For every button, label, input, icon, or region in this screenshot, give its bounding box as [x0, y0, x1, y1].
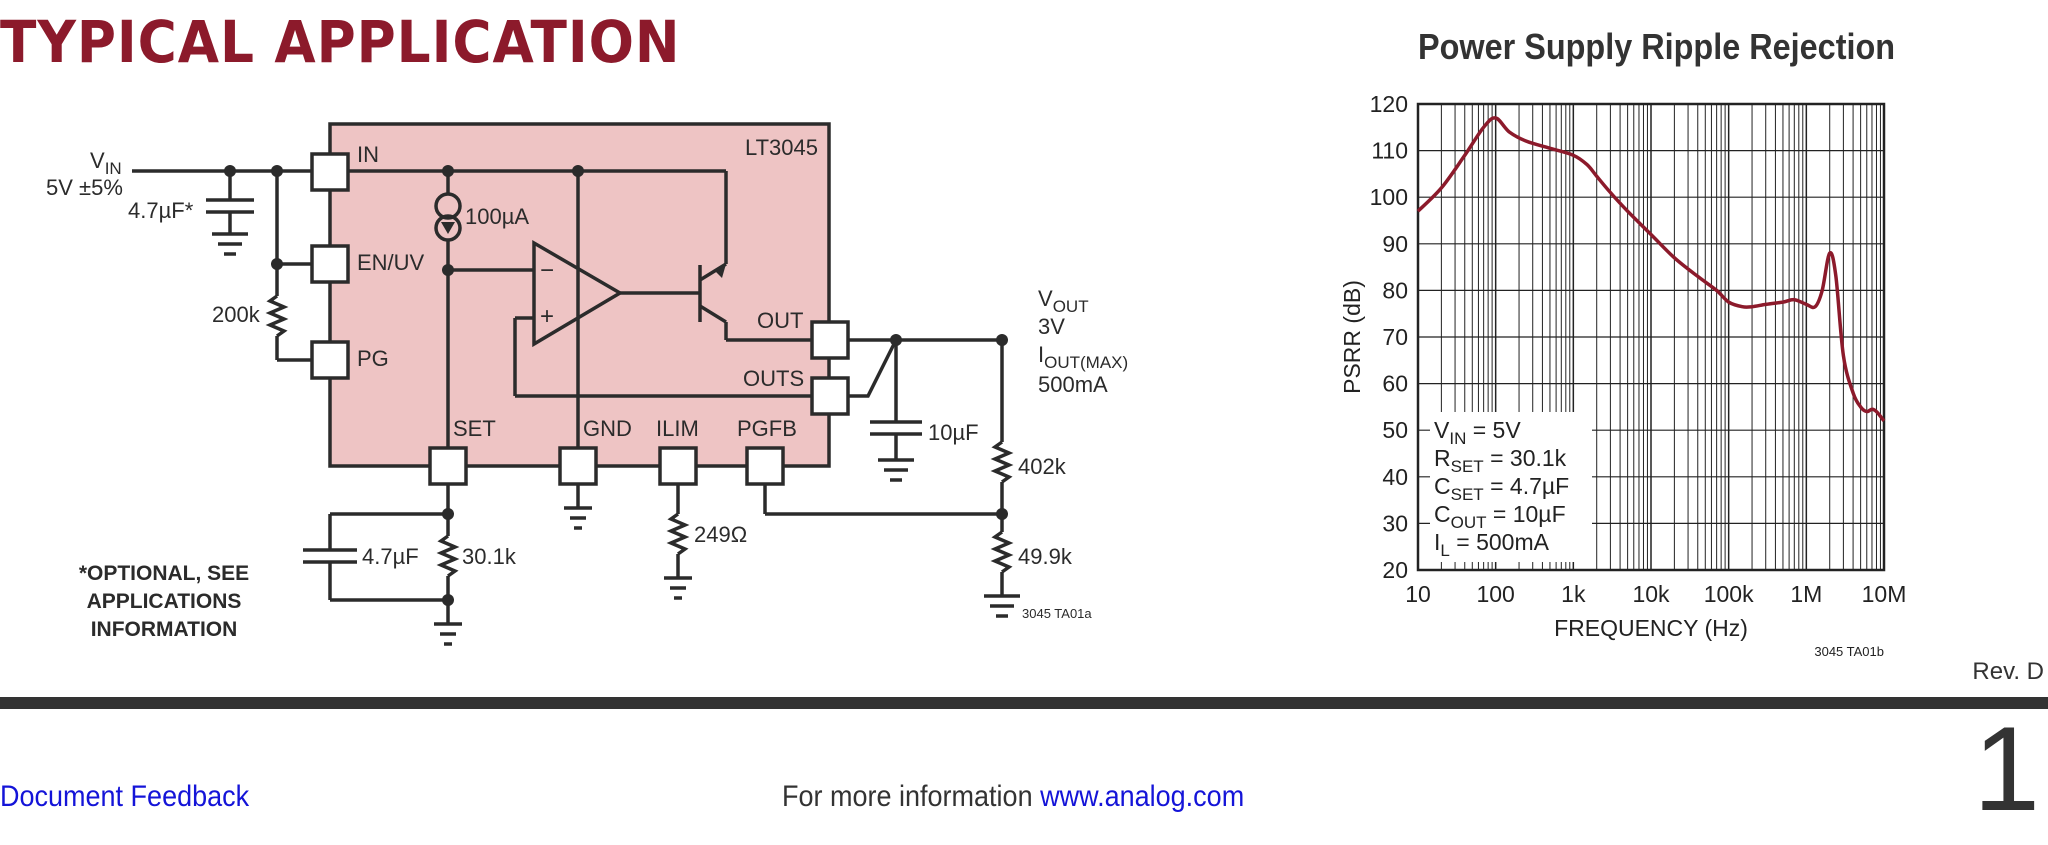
chart-title: Power Supply Ripple Rejection	[1418, 26, 1896, 67]
y-tick-label: 50	[1382, 417, 1408, 443]
document-feedback-link[interactable]: Document Feedback	[0, 780, 250, 813]
annotation-line: CSET = 4.7µF	[1434, 473, 1569, 504]
x-tick-label: 10k	[1632, 581, 1670, 607]
more-info: For more information www.analog.com	[782, 780, 1244, 814]
r-top-label: 402k	[1018, 454, 1067, 479]
y-tick-label: 110	[1371, 138, 1408, 164]
x-tick-label: 10	[1405, 581, 1431, 607]
section-heading: TYPICAL APPLICATION	[0, 8, 681, 76]
pin-enuv-label: EN/UV	[357, 250, 425, 275]
x-axis-label: FREQUENCY (Hz)	[1554, 615, 1748, 641]
note-line-2: APPLICATIONS	[87, 590, 242, 613]
cout-label: 10µF	[928, 420, 979, 445]
pin-ilim	[658, 446, 698, 486]
pin-gnd-label: GND	[583, 416, 632, 441]
pin-in	[310, 152, 350, 192]
y-tick-label: 70	[1382, 324, 1408, 350]
footer-rule	[0, 697, 2048, 709]
pin-out	[810, 320, 850, 360]
y-tick-labels: 20 30 40 50 60 70 80 90 100 110 120	[1370, 91, 1408, 583]
page-number: 1	[1973, 702, 2040, 836]
y-tick-label: 120	[1370, 91, 1408, 117]
ic-name: LT3045	[745, 135, 818, 160]
y-tick-label: 30	[1382, 510, 1408, 536]
pin-outs	[810, 376, 850, 416]
current-source-label: 100µA	[465, 204, 529, 229]
iout-label: IOUT(MAX)	[1038, 342, 1128, 372]
pin-in-label: IN	[357, 142, 379, 167]
r-ilim-label: 249Ω	[694, 522, 747, 547]
plot-frame	[1416, 102, 1886, 572]
y-tick-label: 90	[1382, 231, 1408, 257]
note-line-3: INFORMATION	[91, 618, 238, 641]
pin-out-label: OUT	[757, 308, 803, 333]
y-tick-label: 40	[1382, 464, 1408, 490]
chart-figure-id: 3045 TA01b	[1814, 644, 1884, 659]
vin-label: VIN	[90, 148, 122, 178]
annotation-line: RSET = 30.1k	[1434, 445, 1567, 476]
pin-pgfb-label: PGFB	[737, 416, 797, 441]
r-pg-label: 200k	[212, 302, 261, 327]
annotation-line: COUT = 10µF	[1434, 501, 1566, 532]
c-set-label: 4.7µF	[362, 544, 419, 569]
vout-label: VOUT	[1038, 286, 1089, 316]
x-tick-label: 10M	[1862, 581, 1907, 607]
psrr-curve	[1416, 116, 1886, 423]
r-bot-label: 49.9k	[1018, 544, 1073, 569]
revision-label: Rev. D	[1972, 658, 2044, 685]
x-tick-label: 100k	[1704, 581, 1754, 607]
pin-pg-label: PG	[357, 346, 389, 371]
iout-value: 500mA	[1038, 372, 1108, 397]
circuit-figure-id: 3045 TA01a	[1022, 606, 1092, 621]
pin-pgfb	[745, 446, 785, 486]
annotation-line: IL = 500mA	[1434, 529, 1550, 560]
opamp-plus: +	[540, 303, 554, 330]
x-tick-label: 1k	[1561, 581, 1586, 607]
pin-gnd	[558, 446, 598, 486]
note-line-1: *OPTIONAL, SEE	[79, 562, 249, 585]
y-axis-label: PSRR (dB)	[1339, 280, 1365, 394]
annotation-box	[1430, 412, 1592, 562]
pin-set	[428, 446, 468, 486]
opamp-minus: −	[540, 257, 554, 284]
x-tick-label: 1M	[1790, 581, 1822, 607]
y-tick-label: 60	[1382, 371, 1408, 397]
current-source	[434, 192, 462, 220]
annotation-line: VIN = 5V	[1434, 417, 1521, 448]
r-set-label: 30.1k	[462, 544, 517, 569]
pin-ilim-label: ILIM	[656, 416, 699, 441]
vin-value: 5V ±5%	[46, 175, 123, 200]
op-amp	[532, 239, 624, 348]
pin-outs-label: OUTS	[743, 366, 804, 391]
pin-pg	[310, 340, 350, 380]
x-tick-label: 100	[1476, 581, 1514, 607]
chart-grid	[1417, 103, 1884, 571]
circuit-schematic: VIN 5V ±5% 4.7µF* 200k LT3045 100µA IN E…	[46, 122, 1128, 646]
analog-website-link[interactable]: www.analog.com	[1040, 780, 1245, 813]
y-tick-label: 20	[1382, 557, 1408, 583]
y-tick-label: 80	[1382, 277, 1408, 303]
cin-label: 4.7µF*	[128, 198, 194, 223]
y-tick-label: 100	[1370, 184, 1408, 210]
pin-set-label: SET	[453, 416, 496, 441]
vout-value: 3V	[1038, 314, 1065, 339]
psrr-chart: 20 30 40 50 60 70 80 90 100 110 120 10 100 1k 10k 100k…	[1339, 91, 1906, 659]
x-tick-labels: 10 100 1k 10k 100k 1M 10M	[1405, 581, 1906, 607]
more-info-text: For more information	[782, 780, 1041, 813]
pin-enuv	[310, 244, 350, 284]
